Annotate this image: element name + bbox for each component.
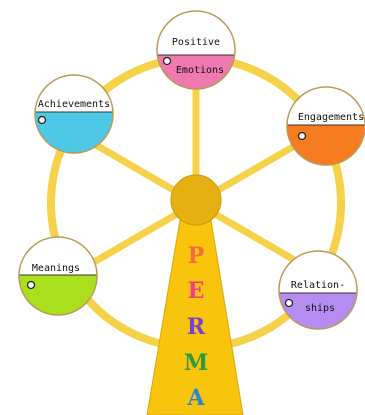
cabin-positive-emotions-border <box>156 10 236 90</box>
cabin-meanings: Meanings <box>18 236 98 316</box>
cabin-positive-emotions-hook-icon <box>162 56 172 66</box>
wheel-hub <box>170 174 222 226</box>
cabin-positive-emotions-bottom-label: Emotions <box>176 65 224 76</box>
cabin-achievements-border <box>34 74 114 154</box>
cabin-meanings-hook-icon <box>26 280 36 290</box>
perma-letter-r: R <box>187 314 206 340</box>
cabin-meanings-border <box>18 236 98 316</box>
cabin-relationships-border <box>278 250 358 330</box>
perma-letter-a: A <box>186 385 205 411</box>
cabin-engagements-fill <box>287 125 365 165</box>
cabin-relationships-bottom-label: ships <box>305 303 335 314</box>
cabin-engagements: Engagements <box>286 86 365 166</box>
cabin-meanings-top-label: Meanings <box>32 263 80 274</box>
cabin-engagements-top-label: Engagements <box>298 112 364 123</box>
perma-letter-m: M <box>184 350 208 376</box>
cabin-engagements-border <box>286 86 365 166</box>
cabin-relationships-top-label: Relation- <box>291 280 345 291</box>
cabin-positive-emotions: Positive Emotions <box>156 10 236 90</box>
cabin-positive-emotions-top-label: Positive <box>172 37 220 48</box>
cabin-achievements-hook-icon <box>37 115 47 125</box>
cabin-engagements-hook-icon <box>297 131 307 141</box>
cabin-achievements-top-label: Achievements <box>38 99 110 110</box>
cabin-relationships-hook-icon <box>284 298 294 308</box>
perma-letter-p: P <box>188 243 205 269</box>
perma-letter-e: E <box>188 278 205 304</box>
cabin-achievements: Achievements <box>34 74 114 154</box>
cabin-relationships: Relation- ships <box>278 250 358 330</box>
perma-letters: P E R M A <box>184 243 208 411</box>
